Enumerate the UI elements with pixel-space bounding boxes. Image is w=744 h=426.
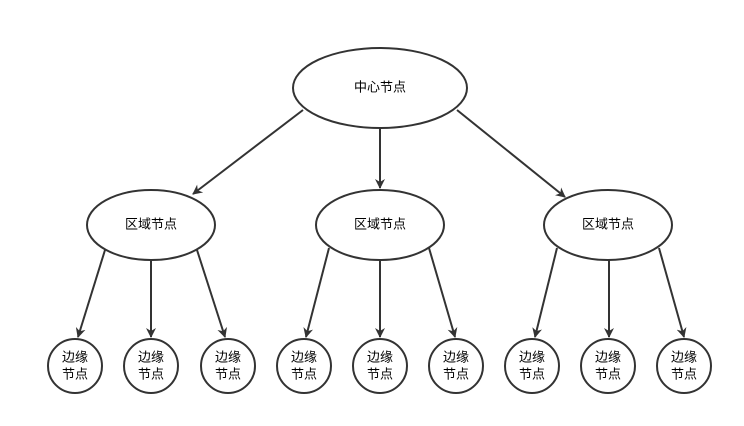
- center-node-label: 中心节点: [354, 81, 406, 96]
- edge-node-shape: [504, 338, 560, 394]
- region-node-shape: [315, 189, 445, 261]
- edge-node-3-2: 边缘 节点: [580, 338, 636, 394]
- edge-node-shape: [428, 338, 484, 394]
- edge-node-3-3: 边缘 节点: [656, 338, 712, 394]
- connector-arrow: [658, 247, 687, 338]
- region-node-3: 区域节点: [543, 189, 673, 261]
- region-node-label: 区域节点: [582, 218, 634, 233]
- edge-node-label-line2: 节点: [443, 368, 469, 383]
- edge-node-label-line1: 边缘: [138, 351, 164, 366]
- center-node-shape: [292, 47, 468, 129]
- edge-node-label-line2: 节点: [291, 368, 317, 383]
- center-node: 中心节点: [292, 47, 468, 129]
- edge-node-2-1: 边缘 节点: [276, 338, 332, 394]
- edge-node-1-2: 边缘 节点: [123, 338, 179, 394]
- edge-node-1-1: 边缘 节点: [47, 338, 103, 394]
- region-node-label: 区域节点: [125, 218, 177, 233]
- edge-node-label-line1: 边缘: [519, 351, 545, 366]
- region-node-1: 区域节点: [86, 189, 216, 261]
- region-node-shape: [543, 189, 673, 261]
- edge-node-shape: [276, 338, 332, 394]
- connector-arrow: [192, 109, 304, 195]
- edge-node-label-line2: 节点: [671, 368, 697, 383]
- edge-node-label-line2: 节点: [595, 368, 621, 383]
- edge-node-label-line1: 边缘: [443, 351, 469, 366]
- edge-node-label-line1: 边缘: [215, 351, 241, 366]
- connector-arrow: [303, 247, 330, 338]
- region-node-shape: [86, 189, 216, 261]
- edge-node-label-line1: 边缘: [291, 351, 317, 366]
- edge-node-label-line2: 节点: [367, 368, 393, 383]
- edge-node-shape: [200, 338, 256, 394]
- edge-node-shape: [656, 338, 712, 394]
- edge-node-shape: [580, 338, 636, 394]
- edge-node-label-line1: 边缘: [367, 351, 393, 366]
- edge-node-shape: [123, 338, 179, 394]
- edge-node-label-line1: 边缘: [595, 351, 621, 366]
- edge-node-shape: [352, 338, 408, 394]
- region-node-2: 区域节点: [315, 189, 445, 261]
- edges-layer: [75, 109, 687, 338]
- edge-node-2-2: 边缘 节点: [352, 338, 408, 394]
- edge-node-label-line1: 边缘: [62, 351, 88, 366]
- connector-arrow: [75, 249, 106, 338]
- edge-node-label-line2: 节点: [519, 368, 545, 383]
- edge-node-label-line1: 边缘: [671, 351, 697, 366]
- edge-node-2-3: 边缘 节点: [428, 338, 484, 394]
- connector-arrow: [532, 247, 558, 338]
- connector-arrow: [428, 247, 458, 338]
- edge-node-shape: [47, 338, 103, 394]
- connector-arrow: [196, 249, 228, 338]
- connector-arrow: [456, 109, 566, 198]
- edge-node-label-line2: 节点: [62, 368, 88, 383]
- edge-node-label-line2: 节点: [215, 368, 241, 383]
- edge-node-label-line2: 节点: [138, 368, 164, 383]
- region-node-label: 区域节点: [354, 218, 406, 233]
- edge-node-3-1: 边缘 节点: [504, 338, 560, 394]
- nodes-layer: 中心节点 区域节点 区域节点 区域节点 边缘 节点 边缘 节点 边缘: [47, 47, 712, 394]
- edge-node-1-3: 边缘 节点: [200, 338, 256, 394]
